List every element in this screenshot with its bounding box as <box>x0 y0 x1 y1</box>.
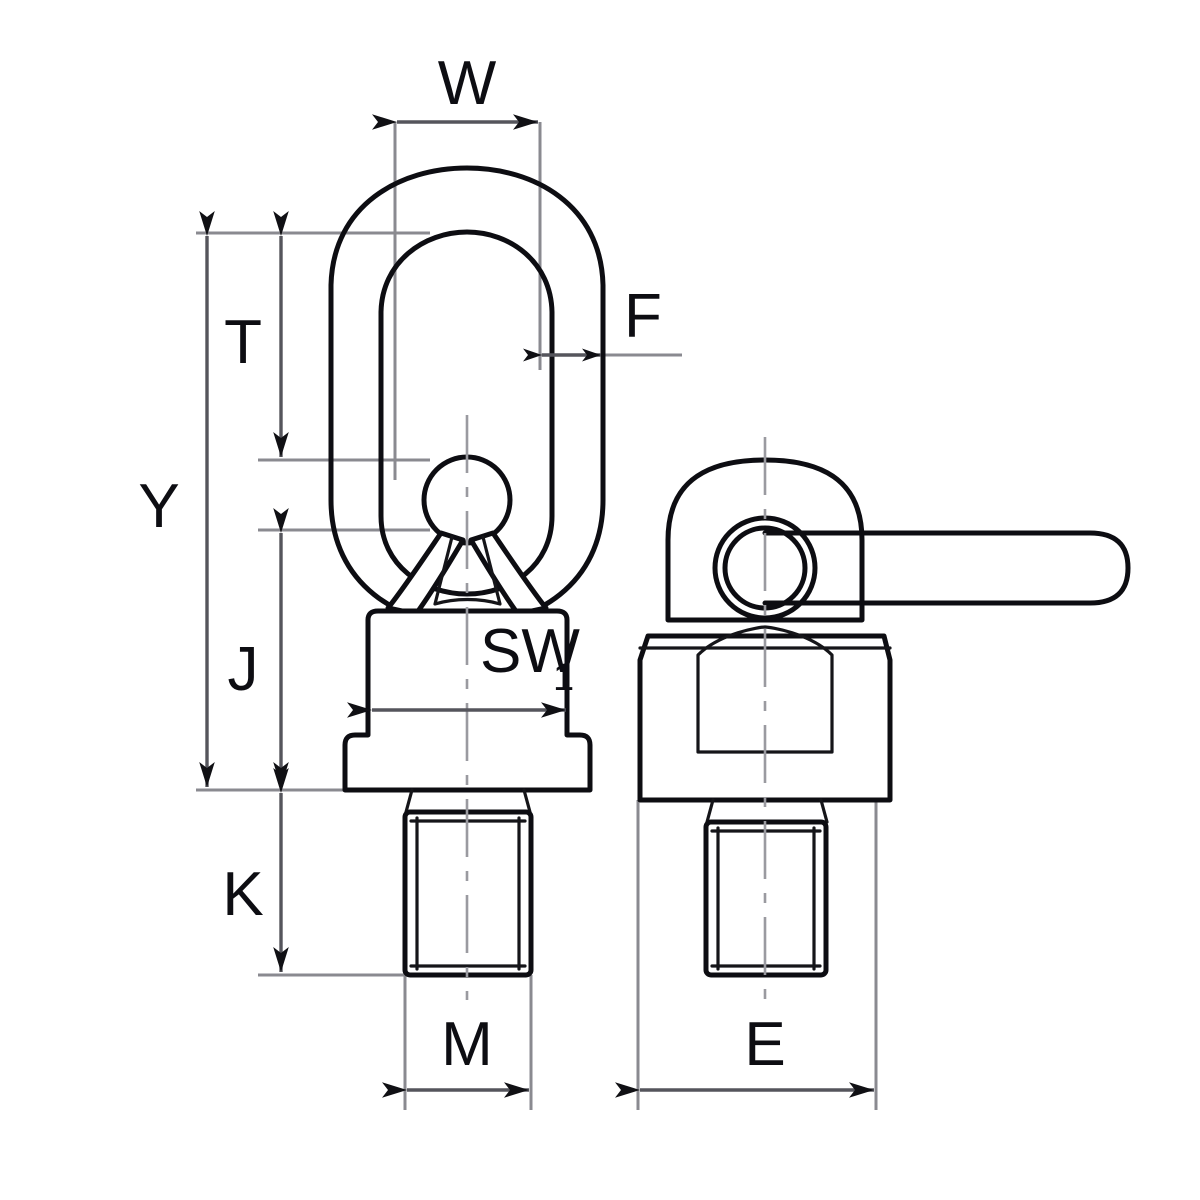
dimension-M: M <box>382 1010 529 1098</box>
side-shank-collar <box>705 798 829 824</box>
dimension-W: W <box>372 49 538 130</box>
side-view-part <box>637 437 1131 1005</box>
bail-center-wedge <box>433 535 502 606</box>
ring-inner-opening <box>378 229 555 597</box>
lever-handle <box>762 530 1131 606</box>
side-body-block <box>637 633 893 803</box>
dimension-J: J <box>228 508 289 787</box>
front-view-part <box>328 165 606 1000</box>
dimension-K: K <box>222 768 289 972</box>
dimension-T: T <box>224 211 289 457</box>
dimension-label-Y: Y <box>138 472 179 541</box>
dimension-Y: Y <box>138 211 215 787</box>
dimension-SW1: SW 1 <box>347 617 580 718</box>
body-block <box>342 608 593 793</box>
dimension-label-F: F <box>624 282 662 351</box>
dimension-label-K: K <box>222 860 263 929</box>
dimension-E: E <box>615 1010 874 1098</box>
dimension-label-SW1-subscript: 1 <box>553 657 574 699</box>
dimension-label-T: T <box>224 308 262 377</box>
dimension-label-SW1: SW <box>480 617 580 686</box>
dimension-label-M: M <box>441 1010 493 1079</box>
dimension-label-E: E <box>744 1010 785 1079</box>
dimension-label-W: W <box>438 49 497 118</box>
dimension-label-J: J <box>228 635 259 704</box>
dimension-F: F <box>523 282 662 362</box>
